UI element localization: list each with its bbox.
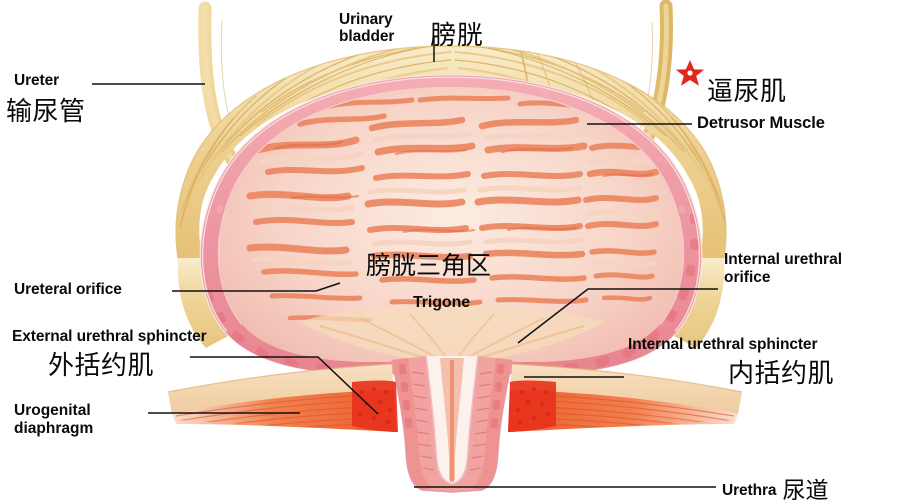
detrusor-lower-flanks [177, 258, 725, 348]
urogenital-diaphragm-right [508, 363, 743, 432]
urethra-en: Urethra [722, 482, 777, 499]
leader-internal-urethral-orifice [517, 288, 718, 344]
label-internal-urethral-orifice: Internal urethral orifice [724, 251, 894, 288]
label-detrusor-cn: 逼尿肌 [707, 77, 787, 107]
external-urethral-sphincter-en: External urethral sphincter [12, 328, 207, 345]
detrusor-en: Detrusor Muscle [697, 114, 825, 132]
leader-lines [92, 36, 718, 488]
label-trigone-en: Trigone [413, 294, 470, 312]
label-internal-urethral-sphincter-cn: 内括约肌 [728, 359, 835, 389]
trigone-en: Trigone [413, 294, 471, 311]
detrusor-cn: 逼尿肌 [707, 77, 787, 107]
bladder-mucosa-rugae [220, 88, 684, 372]
internal-urethral-sphincter-en: Internal urethral sphincter [628, 336, 818, 353]
label-external-urethral-sphincter: External urethral sphincter [12, 328, 207, 346]
urethra-cn: 尿道 [782, 478, 829, 500]
internal-urethral-orifice-en-line1: Internal urethral [724, 251, 842, 268]
label-internal-urethral-sphincter: Internal urethral sphincter [628, 336, 817, 354]
internal-urethral-orifice-en-line2: orifice [724, 269, 771, 287]
urogenital-diaphragm-en-line2: diaphragm [14, 420, 94, 438]
label-urethra: Urethra 尿道 [722, 476, 828, 500]
urethra [391, 355, 513, 493]
leader-trigone [315, 282, 341, 292]
ureteral-orifice-en: Ureteral orifice [14, 281, 122, 298]
red-star-icon [675, 60, 705, 86]
external-urethral-sphincter-cn: 外括约肌 [48, 351, 155, 381]
urogenital-diaphragm-en-line1: Urogenital [14, 402, 91, 419]
ureter-en: Ureter [14, 72, 60, 89]
urinary-bladder-cn: 膀胱 [430, 21, 484, 51]
label-ureter: Ureter [14, 72, 59, 90]
label-ureteral-orifice: Ureteral orifice [14, 281, 122, 299]
internal-urethral-sphincter-cn: 内括约肌 [728, 359, 835, 389]
trigone-cn: 膀胱三角区 [366, 251, 492, 280]
urinary-bladder-en-line1: Urinary [339, 11, 393, 28]
ureter-cn: 输尿管 [6, 97, 86, 127]
leader-external-urethral-sphincter [190, 356, 379, 415]
label-ureter-cn: 输尿管 [6, 97, 86, 127]
label-urinary-bladder: Urinary bladder 膀胱 [339, 2, 483, 51]
label-external-urethral-sphincter-cn: 外括约肌 [48, 351, 155, 381]
urinary-bladder-en-line2: bladder [339, 28, 395, 46]
label-urogenital-diaphragm: Urogenital diaphragm [14, 402, 164, 439]
label-trigone-cn: 膀胱三角区 [366, 252, 491, 280]
label-detrusor-en: Detrusor Muscle [697, 114, 825, 133]
